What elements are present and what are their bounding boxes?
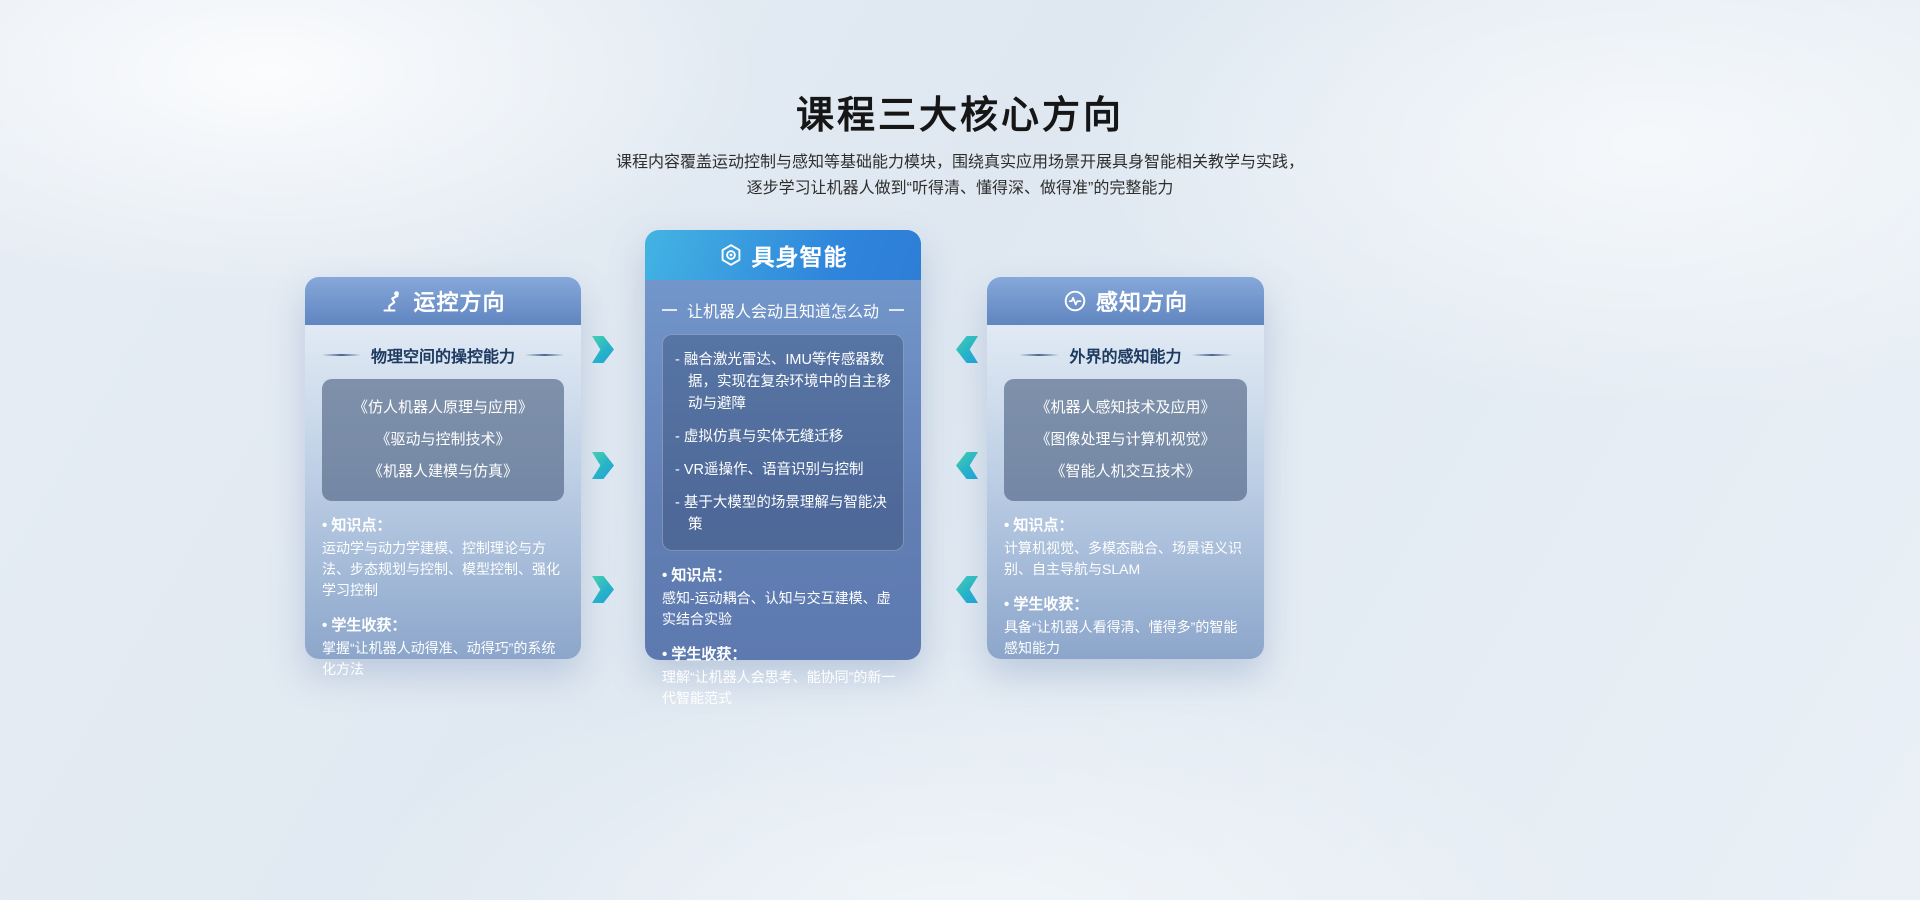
subtitle-line-1: 课程内容覆盖运动控制与感知等基础能力模块，围绕真实应用场景开展具身智能相关教学与… (615, 154, 1304, 171)
card-perception: 感知方向 外界的感知能力 《机器人感知技术及应用》 《图像处理与计算机视觉》 《… (987, 277, 1264, 659)
gain-label: • 学生收获： (1004, 596, 1089, 613)
perception-card-body: 外界的感知能力 《机器人感知技术及应用》 《图像处理与计算机视觉》 《智能人机交… (987, 325, 1264, 659)
feature-item: - 虚拟仿真与实体无缝迁移 (675, 429, 844, 445)
perception-gain-text: 具备“让机器人看得清、懂得多”的智能感知能力 (1004, 619, 1238, 656)
course-item: 《图像处理与计算机视觉》 (1035, 431, 1216, 448)
card-motion-control: 运控方向 物理空间的操控能力 《仿人机器人原理与应用》 《驱动与控制技术》 《机… (305, 277, 581, 677)
course-item: 《智能人机交互技术》 (1050, 463, 1201, 480)
flow-arrow-icon (592, 336, 614, 363)
gain-label: • 学生收获： (322, 617, 407, 634)
embodied-tagline-text: 让机器人会动且知道怎么动 (686, 304, 879, 321)
perception-tagline: 外界的感知能力 (1004, 343, 1247, 367)
embodied-knowledge-section: • 知识点： 感知-运动耦合、认知与交互建模、虚实结合实验 (662, 564, 904, 630)
perception-card-title: 感知方向 (1095, 290, 1188, 315)
embodied-feature-list: - 融合激光雷达、IMU等传感器数据，实现在复杂环境中的自主移动与避障 - 虚拟… (662, 334, 904, 551)
perception-gain-section: • 学生收获： 具备“让机器人看得清、懂得多”的智能感知能力 (1004, 593, 1247, 659)
embodied-card-body: 让机器人会动且知道怎么动 - 融合激光雷达、IMU等传感器数据，实现在复杂环境中… (645, 280, 921, 706)
perception-course-list: 《机器人感知技术及应用》 《图像处理与计算机视觉》 《智能人机交互技术》 (1004, 379, 1247, 501)
feature-item: - 融合激光雷达、IMU等传感器数据，实现在复杂环境中的自主移动与避障 (675, 352, 891, 412)
tagline-line-left (1019, 354, 1060, 356)
perception-knowledge-text: 计算机视觉、多模态融合、场景语义识别、自主导航与SLAM (1004, 540, 1242, 577)
embodied-gain-section: • 学生收获： 理解“让机器人会思考、能协同”的新一代智能范式 (662, 643, 904, 709)
waveform-circle-icon (1063, 289, 1087, 313)
subtitle-line-2: 逐步学习让机器人做到“听得清、懂得深、做得准”的完整能力 (746, 180, 1174, 197)
embodied-card-title: 具身智能 (751, 244, 848, 270)
flow-arrow-icon (592, 452, 614, 479)
page-title: 课程三大核心方向 (795, 95, 1124, 137)
feature-item: - VR遥操作、语音识别与控制 (675, 462, 864, 478)
walking-robot-icon (380, 289, 404, 313)
tagline-line-left (662, 309, 677, 311)
knowledge-label: • 知识点： (1004, 517, 1074, 534)
embodied-card-header: 具身智能 (645, 230, 921, 280)
knowledge-label: • 知识点： (662, 567, 732, 584)
tagline-line-right (1191, 354, 1232, 356)
course-item: 《机器人建模与仿真》 (367, 463, 518, 480)
perception-tagline-text: 外界的感知能力 (1069, 349, 1182, 366)
motion-tagline: 物理空间的操控能力 (322, 343, 564, 367)
embodied-gain-text: 理解“让机器人会思考、能协同”的新一代智能范式 (662, 669, 896, 706)
tagline-line-right (889, 309, 904, 311)
motion-gain-text: 掌握“让机器人动得准、动得巧”的系统化方法 (322, 640, 556, 677)
motion-knowledge-text: 运动学与动力学建模、控制理论与方法、步态规划与控制、模型控制、强化学习控制 (322, 540, 560, 598)
knowledge-label: • 知识点： (322, 517, 392, 534)
course-item: 《驱动与控制技术》 (375, 431, 511, 448)
course-item: 《机器人感知技术及应用》 (1035, 399, 1216, 416)
perception-card-header: 感知方向 (987, 277, 1264, 325)
perception-knowledge-section: • 知识点： 计算机视觉、多模态融合、场景语义识别、自主导航与SLAM (1004, 514, 1247, 580)
gain-label: • 学生收获： (662, 646, 747, 663)
flow-arrow-icon (956, 452, 978, 479)
tagline-line-right (525, 354, 564, 356)
motion-card-body: 物理空间的操控能力 《仿人机器人原理与应用》 《驱动与控制技术》 《机器人建模与… (305, 325, 581, 677)
motion-card-header: 运控方向 (305, 277, 581, 325)
flow-arrow-icon (956, 576, 978, 603)
embodied-tagline: 让机器人会动且知道怎么动 (662, 298, 904, 322)
motion-knowledge-section: • 知识点： 运动学与动力学建模、控制理论与方法、步态规划与控制、模型控制、强化… (322, 514, 564, 601)
flow-arrow-icon (592, 576, 614, 603)
feature-item: - 基于大模型的场景理解与智能决策 (675, 495, 887, 533)
embodied-knowledge-text: 感知-运动耦合、认知与交互建模、虚实结合实验 (662, 590, 891, 627)
card-embodied-intelligence: 具身智能 让机器人会动且知道怎么动 - 融合激光雷达、IMU等传感器数据，实现在… (645, 230, 921, 706)
motion-card-title: 运控方向 (413, 290, 506, 315)
course-item: 《仿人机器人原理与应用》 (352, 399, 533, 416)
motion-gain-section: • 学生收获： 掌握“让机器人动得准、动得巧”的系统化方法 (322, 614, 564, 680)
tagline-line-left (322, 354, 361, 356)
page-subtitle: 课程内容覆盖运动控制与感知等基础能力模块，围绕真实应用场景开展具身智能相关教学与… (0, 150, 1920, 202)
motion-course-list: 《仿人机器人原理与应用》 《驱动与控制技术》 《机器人建模与仿真》 (322, 379, 564, 501)
hexagon-target-icon (719, 243, 743, 267)
flow-arrow-icon (956, 336, 978, 363)
motion-tagline-text: 物理空间的操控能力 (370, 349, 515, 366)
